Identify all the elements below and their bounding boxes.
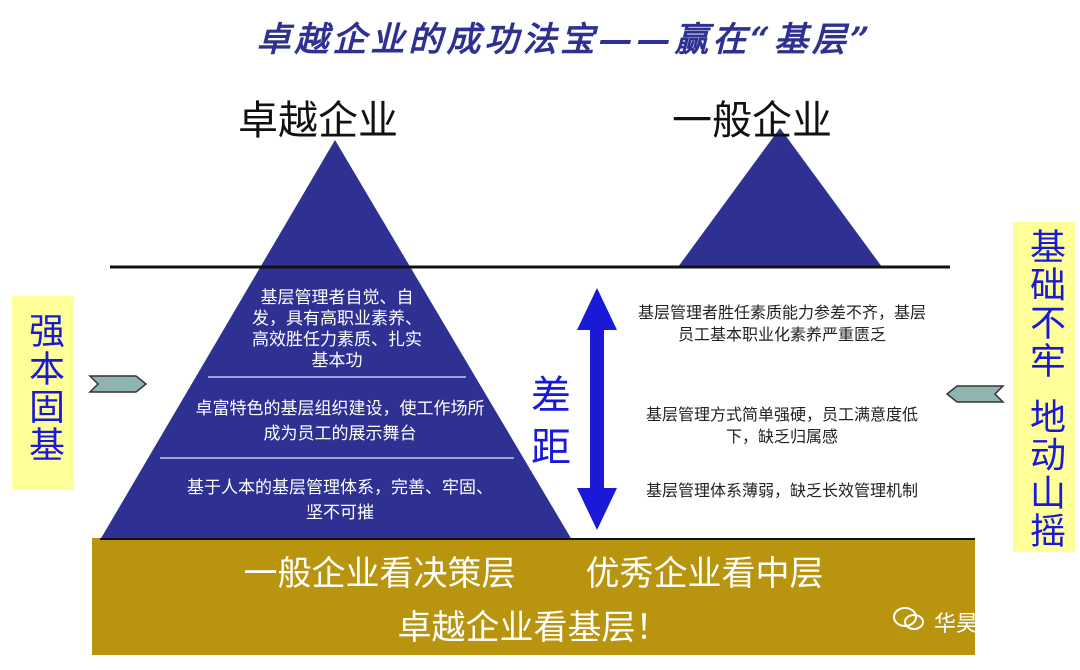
wechat-icon [892, 606, 926, 630]
chevron-left-icon [945, 385, 1005, 403]
left-heading: 卓越企业 [238, 98, 398, 144]
right-side-label-line1: 基础不牢 [1024, 228, 1065, 380]
right-side-label-line2: 地动山摇 [1024, 398, 1065, 550]
left-side-label-box [12, 296, 74, 490]
excellent-pyramid [100, 140, 572, 540]
pyramid-tier-middle: 卓富特色的基层组织建设，使工作场所成为员工的展示舞台 [195, 399, 485, 444]
pyramid-tier-top: 基层管理者自觉、自发，具有高职业素养、高效胜任力素质、扎实基本功 [252, 288, 422, 371]
ordinary-pyramid [678, 128, 882, 267]
band-ordinary: 一般企业看决策层 [243, 554, 516, 594]
left-side-label: 强本固基 [23, 312, 64, 464]
band-excellent: 优秀企业看中层 [585, 554, 824, 594]
right-heading: 一般企业 [672, 98, 832, 144]
chevron-right-icon [88, 375, 148, 393]
right-point-3: 基层管理体系薄弱，缺乏长效管理机制 [645, 481, 918, 500]
right-point-1: 基层管理者胜任素质能力参差不齐，基层员工基本职业化素养严重匮乏 [637, 303, 926, 344]
pyramid-tier-bottom: 基于人本的基层管理体系，完善、牢固、坚不可摧 [187, 478, 493, 523]
band [92, 538, 975, 655]
band-line-2: 卓越企业看基层！ [397, 608, 670, 648]
right-point-2: 基层管理方式简单强硬，员工满意度低下，缺乏归属感 [645, 405, 918, 446]
right-side-label-box [1013, 222, 1075, 552]
band-line-1: 一般企业看决策层 优秀企业看中层 [92, 546, 975, 595]
watermark: 华昊企管 [934, 612, 1023, 637]
page-title: 卓越企业的成功法宝——赢在“基层” [256, 20, 874, 60]
gap-double-arrow-icon [577, 288, 617, 530]
gap-label: 差距 [531, 373, 571, 471]
